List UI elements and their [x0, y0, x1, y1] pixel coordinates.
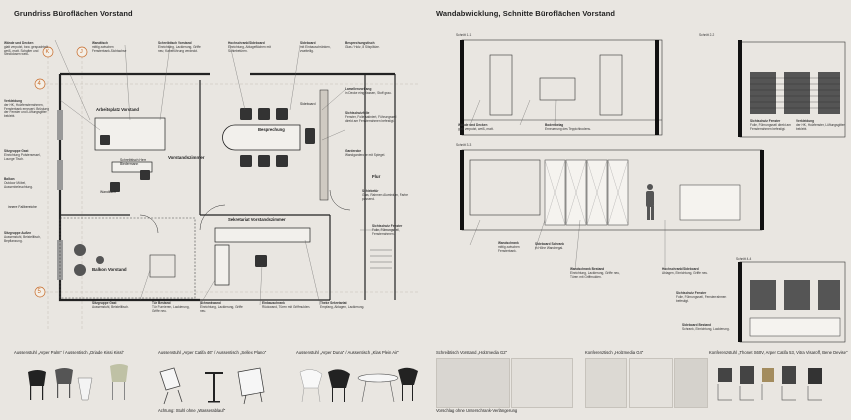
conference-table-render — [629, 358, 673, 408]
section-label: Schnitt 2-2 — [699, 33, 715, 37]
grid-marker-row: 5 — [37, 288, 41, 295]
furniture-caption: Konferenztisch „Holzmedia G4" — [585, 350, 644, 355]
label-wandtisch: Wandtisch — [100, 190, 116, 194]
grid-marker-row: 4 — [37, 80, 41, 87]
label-schreibtisch: Schreibtisch Herr Biedermann — [120, 158, 147, 166]
conference-table-render — [585, 358, 627, 408]
section-label: Schnitt 4-4 — [736, 257, 752, 261]
grid-marker-col: K — [45, 48, 50, 55]
furniture-caption: Aussenstuhl „Arper Catifa 46" / Aussenti… — [158, 350, 267, 355]
footnote-achtung: Achtung: Stuhl ohne „Wasserablauf" — [158, 408, 226, 413]
plan-title: Grundriss Büroflächen Vorstand — [14, 9, 133, 18]
room-label-besprechung: Besprechung — [258, 127, 285, 132]
furniture-caption: Konferenzstuhl „Thonet S60V, Arper Catif… — [709, 350, 848, 355]
room-label-vorstandszimmer: Vorstandszimmer — [168, 155, 205, 160]
footnote-vorschlag: Vorschlag ohne Unterschrank-Verlängerung — [436, 408, 518, 413]
section-label: Schnitt 1-1 — [456, 33, 472, 37]
room-label-balkon: Balkon Vorstand — [92, 267, 127, 272]
room-label-fallbereiche: innere Fallbereiche — [8, 205, 37, 209]
furniture-caption: Aussenstuhl „Arper Palm" / Aussentisch „… — [14, 350, 125, 355]
furniture-caption: Aussenstuhl „Arper Duna" / Aussentisch „… — [296, 350, 399, 355]
section-title: Wandabwicklung, Schnitte Büroflächen Vor… — [436, 9, 616, 18]
room-label-sekretariat: Sekretariat Vorstandszimmer — [228, 217, 286, 222]
section-label: Schnitt 3-3 — [456, 143, 472, 147]
label-sideboard: Sideboard — [300, 102, 316, 106]
room-label-arbeitsplatz: Arbeitsplatz Vorstand — [96, 107, 139, 112]
grid-marker-col: J — [80, 48, 83, 55]
desk-render — [511, 358, 573, 408]
desk-render — [436, 358, 510, 408]
furniture-caption: Schreibtisch Vorstand „Holzmedia G2" — [436, 350, 508, 355]
room-label-flur: Flur — [372, 174, 381, 179]
conference-table-render — [674, 358, 708, 408]
